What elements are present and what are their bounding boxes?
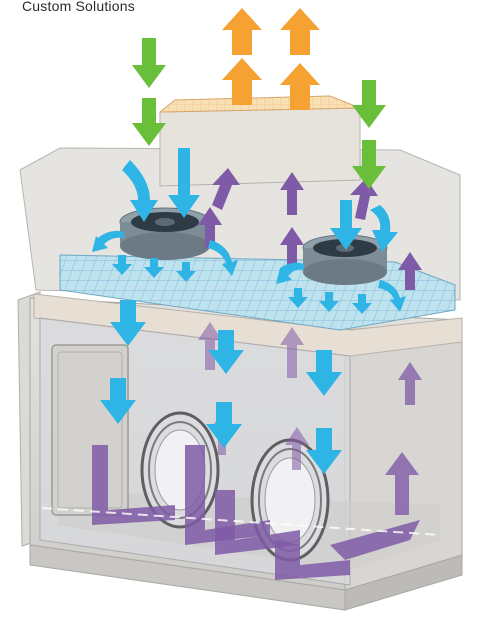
side-door (51, 344, 129, 516)
exhaust-air-flow (222, 8, 320, 110)
down-arrow-icon (206, 402, 242, 448)
down-arrow-icon (110, 300, 146, 346)
down-arrow-icon (122, 160, 158, 222)
down-arrow-icon (306, 350, 342, 396)
up-arrow-icon (350, 178, 378, 220)
down-arrow-icon (208, 330, 244, 374)
up-arrow-icon (385, 452, 419, 515)
down-arrow-icon (352, 140, 386, 189)
supply-air-flow (92, 148, 406, 474)
intake-air-flow (132, 38, 386, 189)
up-arrow-icon (285, 427, 309, 470)
up-arrow-icon (398, 252, 422, 290)
up-arrow-icon (222, 58, 262, 105)
down-arrow-icon (144, 258, 164, 278)
down-arrow-icon (100, 378, 136, 424)
shelf-band (33, 293, 463, 357)
curl-arrow (276, 262, 304, 284)
up-arrow-icon (398, 362, 422, 405)
up-arrow-icon (198, 207, 222, 248)
down-arrow-icon (132, 38, 166, 88)
recirculated-air-flow (92, 168, 422, 580)
curl-arrow (92, 230, 124, 252)
caption: Custom Solutions (22, 0, 135, 14)
up-arrow-icon (280, 327, 304, 378)
up-arrow-icon (222, 8, 262, 55)
fan-icon (119, 207, 211, 260)
up-arrow-icon (212, 168, 240, 210)
up-arrow-icon (280, 172, 304, 215)
down-arrow-icon (319, 292, 339, 312)
floor-dashed-line (41, 507, 441, 536)
down-arrow-icon (352, 80, 386, 128)
curl-arrow (208, 240, 238, 276)
down-arrow-icon (112, 255, 132, 275)
purple-floor-arrow (185, 445, 270, 545)
up-arrow-icon (280, 227, 304, 268)
glove-port-right (250, 438, 330, 562)
purple-floor-arrow (330, 520, 420, 560)
curl-arrow (378, 280, 406, 312)
down-arrow-icon (132, 98, 166, 146)
purple-floor-arrow (215, 490, 300, 555)
down-arrow-icon (288, 288, 308, 308)
up-arrow-icon (280, 63, 320, 110)
down-arrow-icon (306, 428, 342, 474)
up-arrow-icon (280, 8, 320, 55)
down-arrow-icon (330, 200, 362, 250)
down-arrow-icon (168, 148, 200, 218)
purple-floor-arrow (92, 445, 175, 525)
down-arrow-icon (352, 294, 372, 314)
purple-floor-arrow (275, 540, 350, 580)
up-arrow-icon (198, 322, 222, 370)
down-arrow-icon (370, 205, 398, 252)
down-arrow-icon (176, 262, 196, 282)
